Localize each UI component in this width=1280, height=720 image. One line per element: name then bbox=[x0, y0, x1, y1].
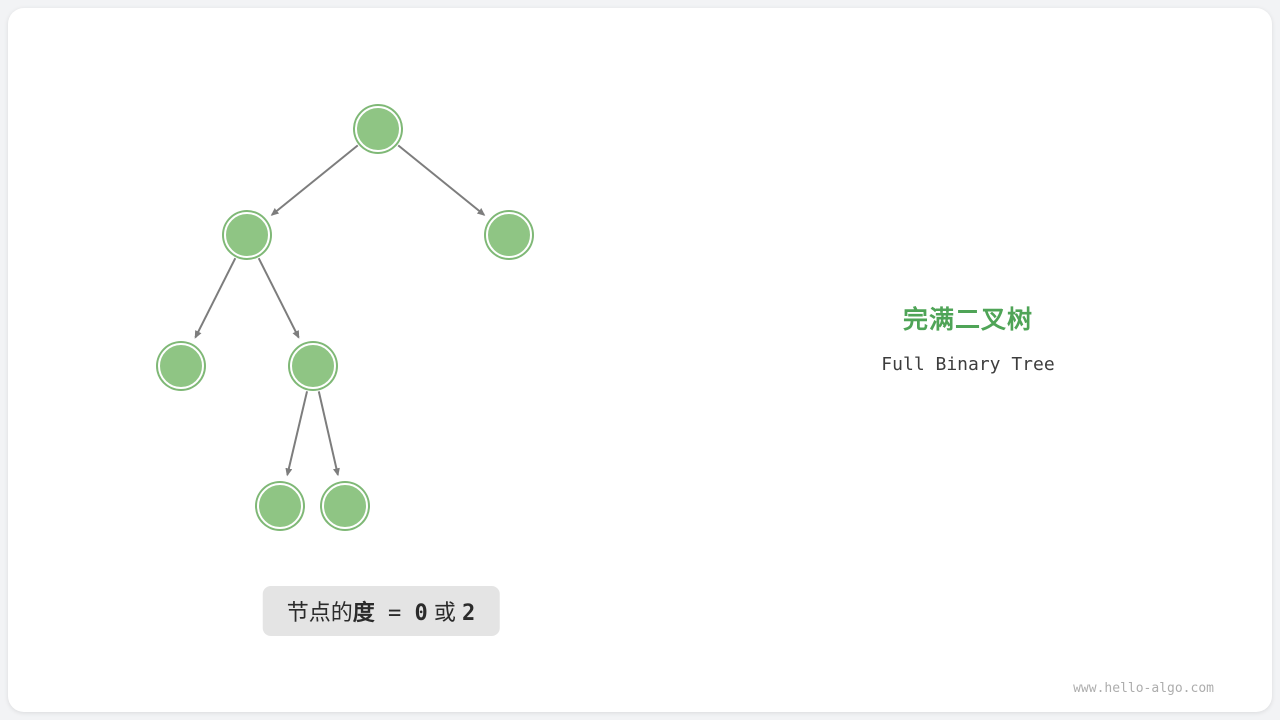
tree-node bbox=[322, 483, 368, 529]
tree-node bbox=[486, 212, 532, 258]
diagram-title: 完满二叉树 bbox=[902, 306, 1034, 334]
caption-segment: 0 bbox=[414, 601, 428, 626]
diagram-subtitle: Full Binary Tree bbox=[881, 354, 1055, 375]
legend-block: 完满二叉树 Full Binary Tree bbox=[881, 300, 1054, 375]
degree-caption: 节点的度 = 0 或 2 bbox=[262, 586, 500, 636]
tree-edge-arrow bbox=[270, 144, 359, 216]
tree-edge-arrow bbox=[285, 391, 309, 477]
caption-segment: 或 bbox=[427, 600, 463, 625]
tree-node bbox=[224, 212, 270, 258]
tree-edge-arrow bbox=[317, 391, 340, 477]
diagram-card bbox=[8, 8, 1272, 712]
tree-edge-arrow bbox=[397, 144, 486, 216]
tree-node bbox=[355, 106, 401, 152]
caption-segment: 2 bbox=[462, 601, 476, 626]
watermark: www.hello-algo.com bbox=[1073, 681, 1214, 696]
tree-edge-arrow bbox=[257, 257, 300, 339]
caption-segment: = bbox=[374, 601, 415, 626]
tree-edge-arrow bbox=[194, 257, 237, 339]
tree-node bbox=[257, 483, 303, 529]
caption-segment: 度 bbox=[352, 600, 375, 625]
tree-node bbox=[158, 343, 204, 389]
caption-segment: 节点的 bbox=[286, 600, 353, 625]
tree-node bbox=[290, 343, 336, 389]
